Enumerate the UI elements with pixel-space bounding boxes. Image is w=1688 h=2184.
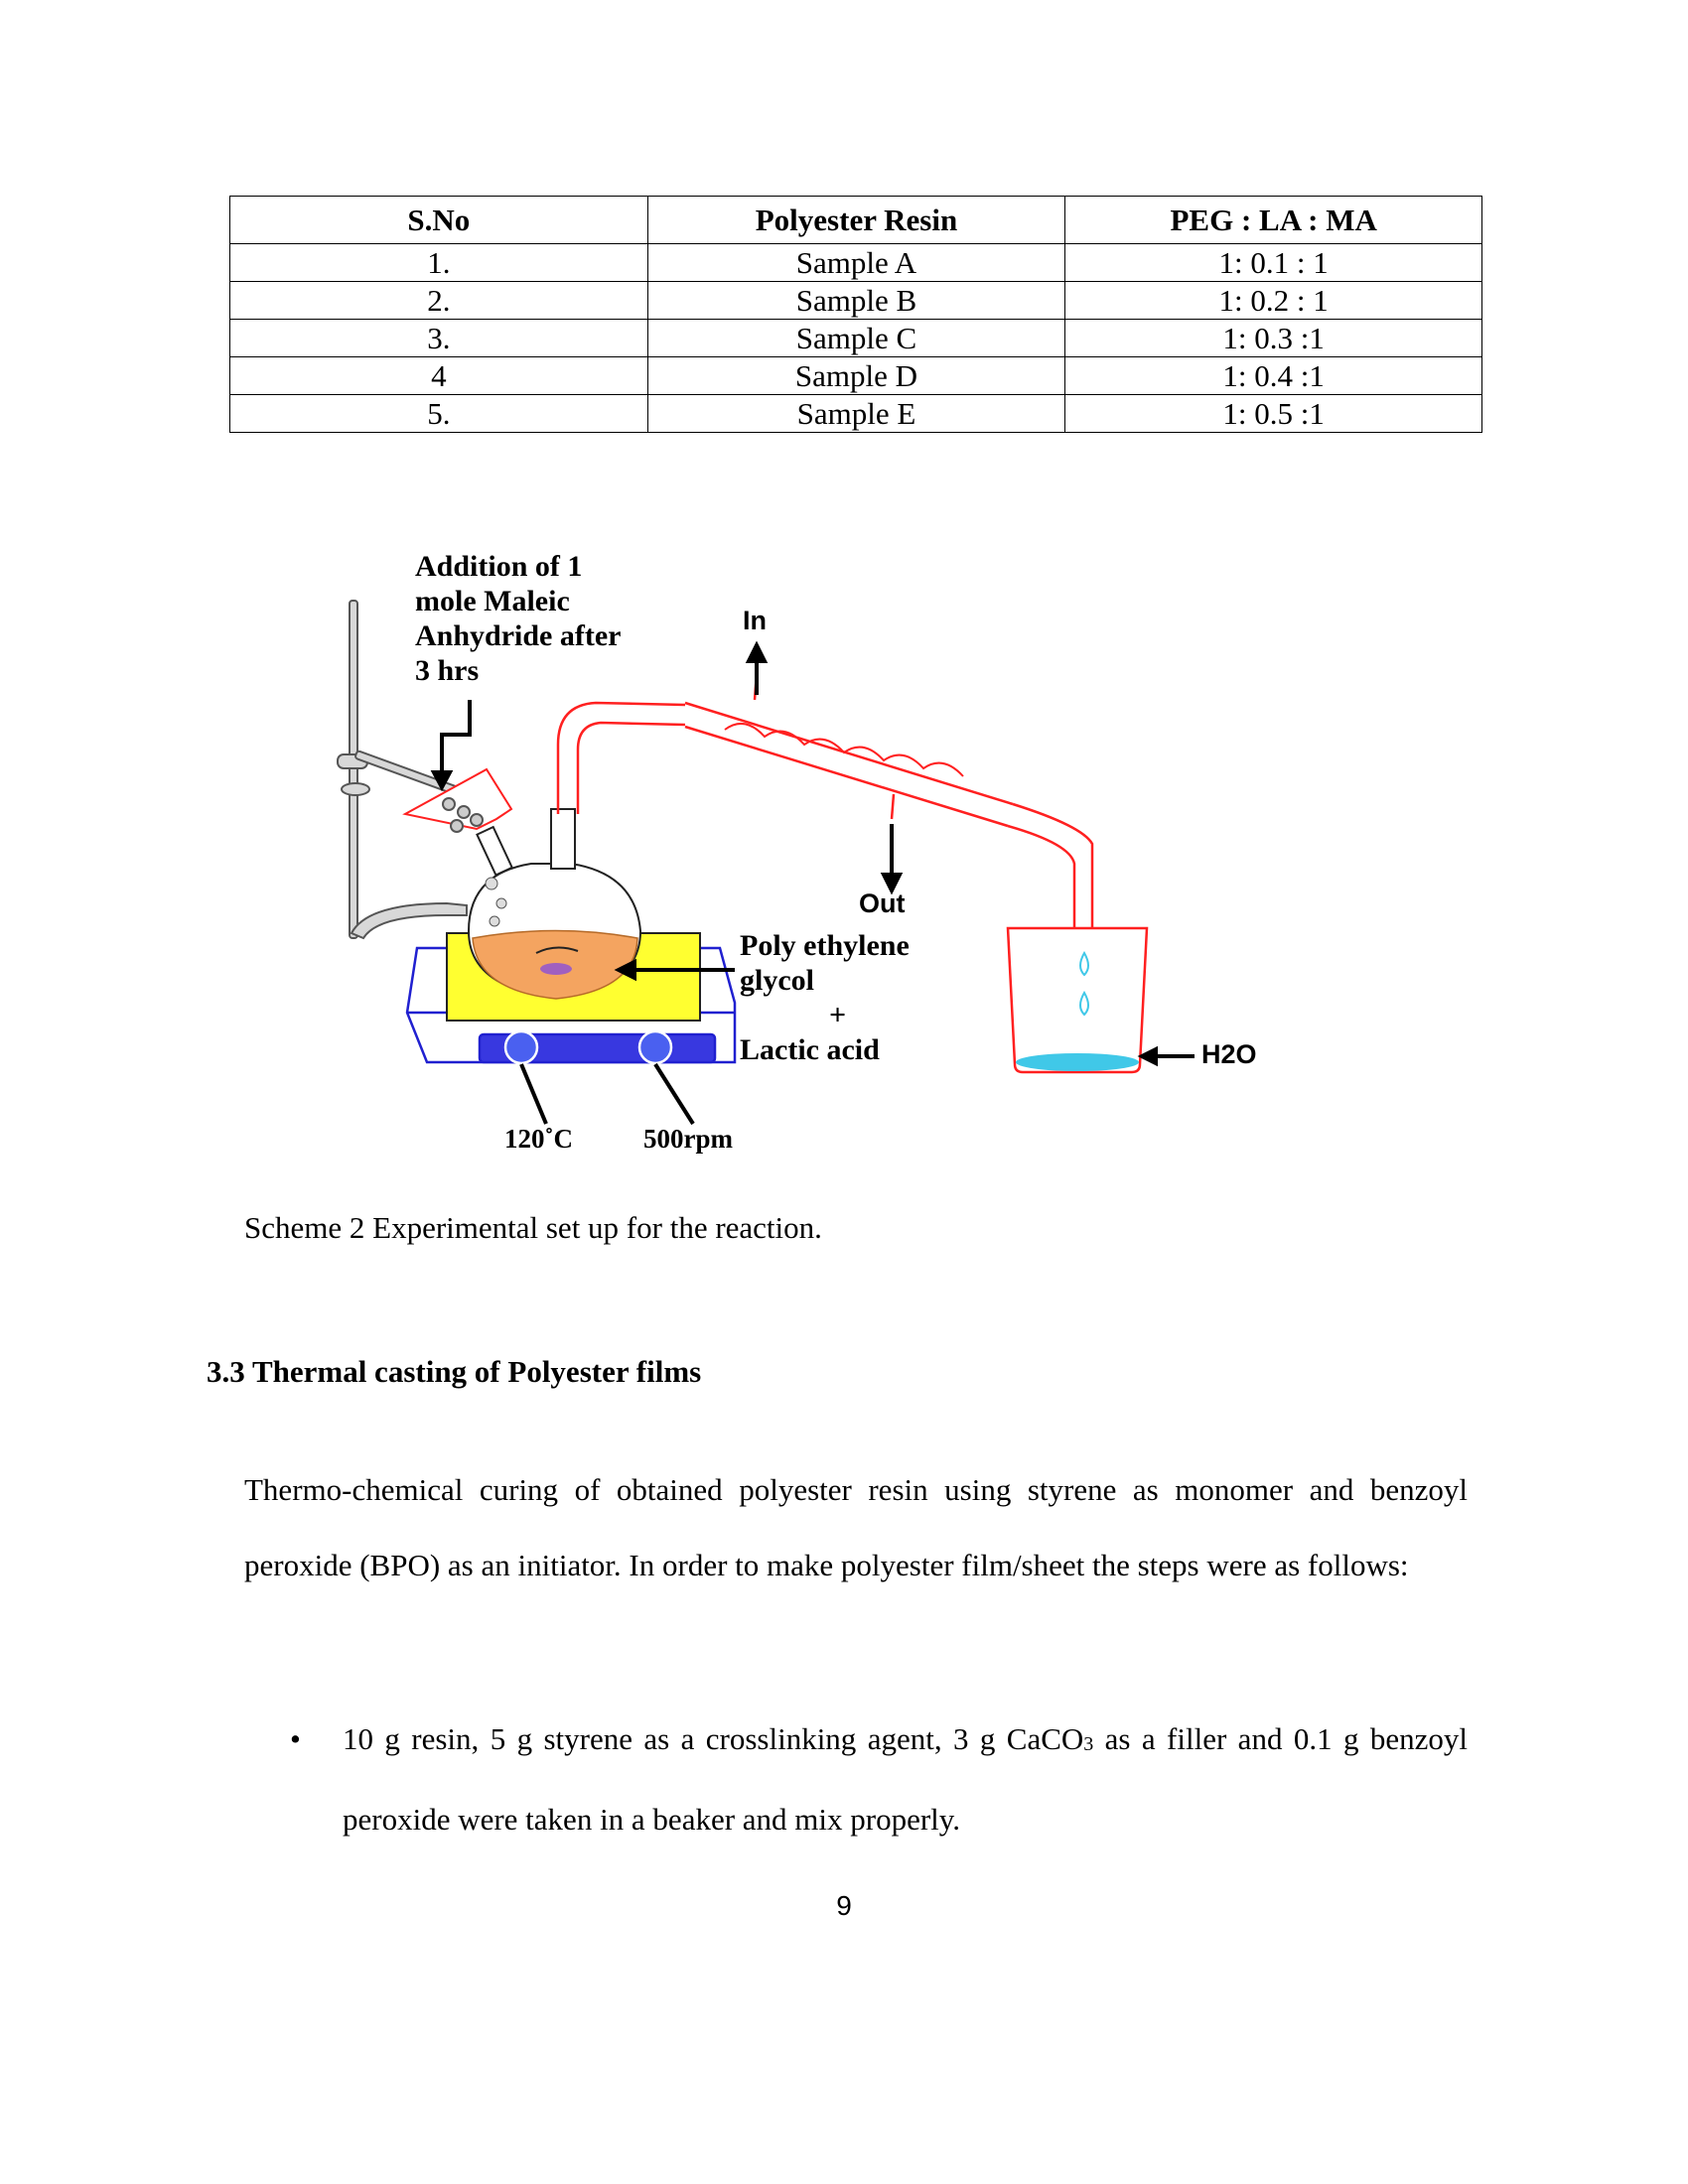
table-row: 2. Sample B 1: 0.2 : 1 [229, 281, 1482, 320]
addition-funnel [402, 767, 513, 833]
cell-ratio: 1: 0.5 :1 [1064, 394, 1482, 433]
hot-plate [405, 946, 737, 1065]
reactant-label-line-3: Lactic acid [740, 1033, 880, 1066]
cell-sno: 5. [229, 394, 648, 433]
header-sno: S.No [229, 196, 648, 244]
cell-sno: 3. [229, 319, 648, 357]
addition-label-line-3: Anhydride after [415, 619, 622, 652]
table-row: 3. Sample C 1: 0.3 :1 [229, 319, 1482, 357]
table-row: 5. Sample E 1: 0.5 :1 [229, 394, 1482, 433]
figure-caption: Scheme 2 Experimental set up for the rea… [244, 1210, 822, 1245]
body-paragraph: Thermo-chemical curing of obtained polye… [244, 1472, 1468, 1582]
bullet-marker: • [290, 1721, 301, 1756]
rpm-label: 500rpm [643, 1124, 733, 1154]
cell-resin: Sample B [646, 281, 1066, 320]
bullet-item: 10 g resin, 5 g styrene as a crosslinkin… [343, 1702, 1468, 1857]
cell-ratio: 1: 0.2 : 1 [1064, 281, 1482, 320]
cell-resin: Sample C [646, 319, 1066, 357]
table-header-row: S.No Polyester Resin PEG : LA : MA [229, 196, 1482, 244]
cell-resin: Sample A [646, 243, 1066, 282]
reactant-label-line-2: glycol [740, 964, 814, 997]
cell-sno: 1. [229, 243, 648, 282]
reactant-label-line-1: Poly ethylene [740, 929, 910, 962]
table-row: 1. Sample A 1: 0.1 : 1 [229, 243, 1482, 282]
cell-sno: 2. [229, 281, 648, 320]
coolant-out-label: Out [859, 888, 906, 918]
cell-ratio: 1: 0.1 : 1 [1064, 243, 1482, 282]
addition-label-line-2: mole Maleic [415, 585, 570, 617]
header-ratio: PEG : LA : MA [1064, 196, 1482, 244]
bullet-text-end: as a filler and 0.1 g benzoyl peroxide w… [343, 1721, 1469, 1837]
addition-label-line-4: 3 hrs [415, 654, 480, 687]
bullet-text-start: 10 g resin, 5 g styrene as a crosslinkin… [343, 1721, 1084, 1756]
bullet-subscript: 3 [1083, 1733, 1094, 1755]
section-heading: 3.3 Thermal casting of Polyester films [207, 1354, 702, 1389]
condenser [556, 672, 1094, 928]
cell-resin: Sample E [646, 394, 1066, 433]
cell-ratio: 1: 0.4 :1 [1064, 356, 1482, 395]
table-row: 4 Sample D 1: 0.4 :1 [229, 356, 1482, 395]
annotation-arrows [430, 640, 1195, 1126]
experimental-setup-diagram: Addition of 1 mole Maleic Anhydride afte… [328, 546, 1291, 1171]
collection-beaker [1006, 926, 1149, 1074]
coolant-in-label: In [743, 606, 767, 635]
cell-ratio: 1: 0.3 :1 [1064, 319, 1482, 357]
cell-resin: Sample D [646, 356, 1066, 395]
composition-table: S.No Polyester Resin PEG : LA : MA 1. Sa… [229, 196, 1482, 433]
page-number: 9 [836, 1890, 852, 1921]
addition-label-line-1: Addition of 1 [415, 550, 583, 583]
header-resin: Polyester Resin [646, 196, 1066, 244]
apparatus-illustration [337, 600, 1195, 1126]
cell-sno: 4 [229, 356, 648, 395]
reactant-label-plus: + [829, 999, 847, 1031]
temperature-label: 120˚C [504, 1124, 573, 1154]
round-bottom-flask [467, 808, 642, 1000]
water-label: H2O [1201, 1039, 1257, 1069]
